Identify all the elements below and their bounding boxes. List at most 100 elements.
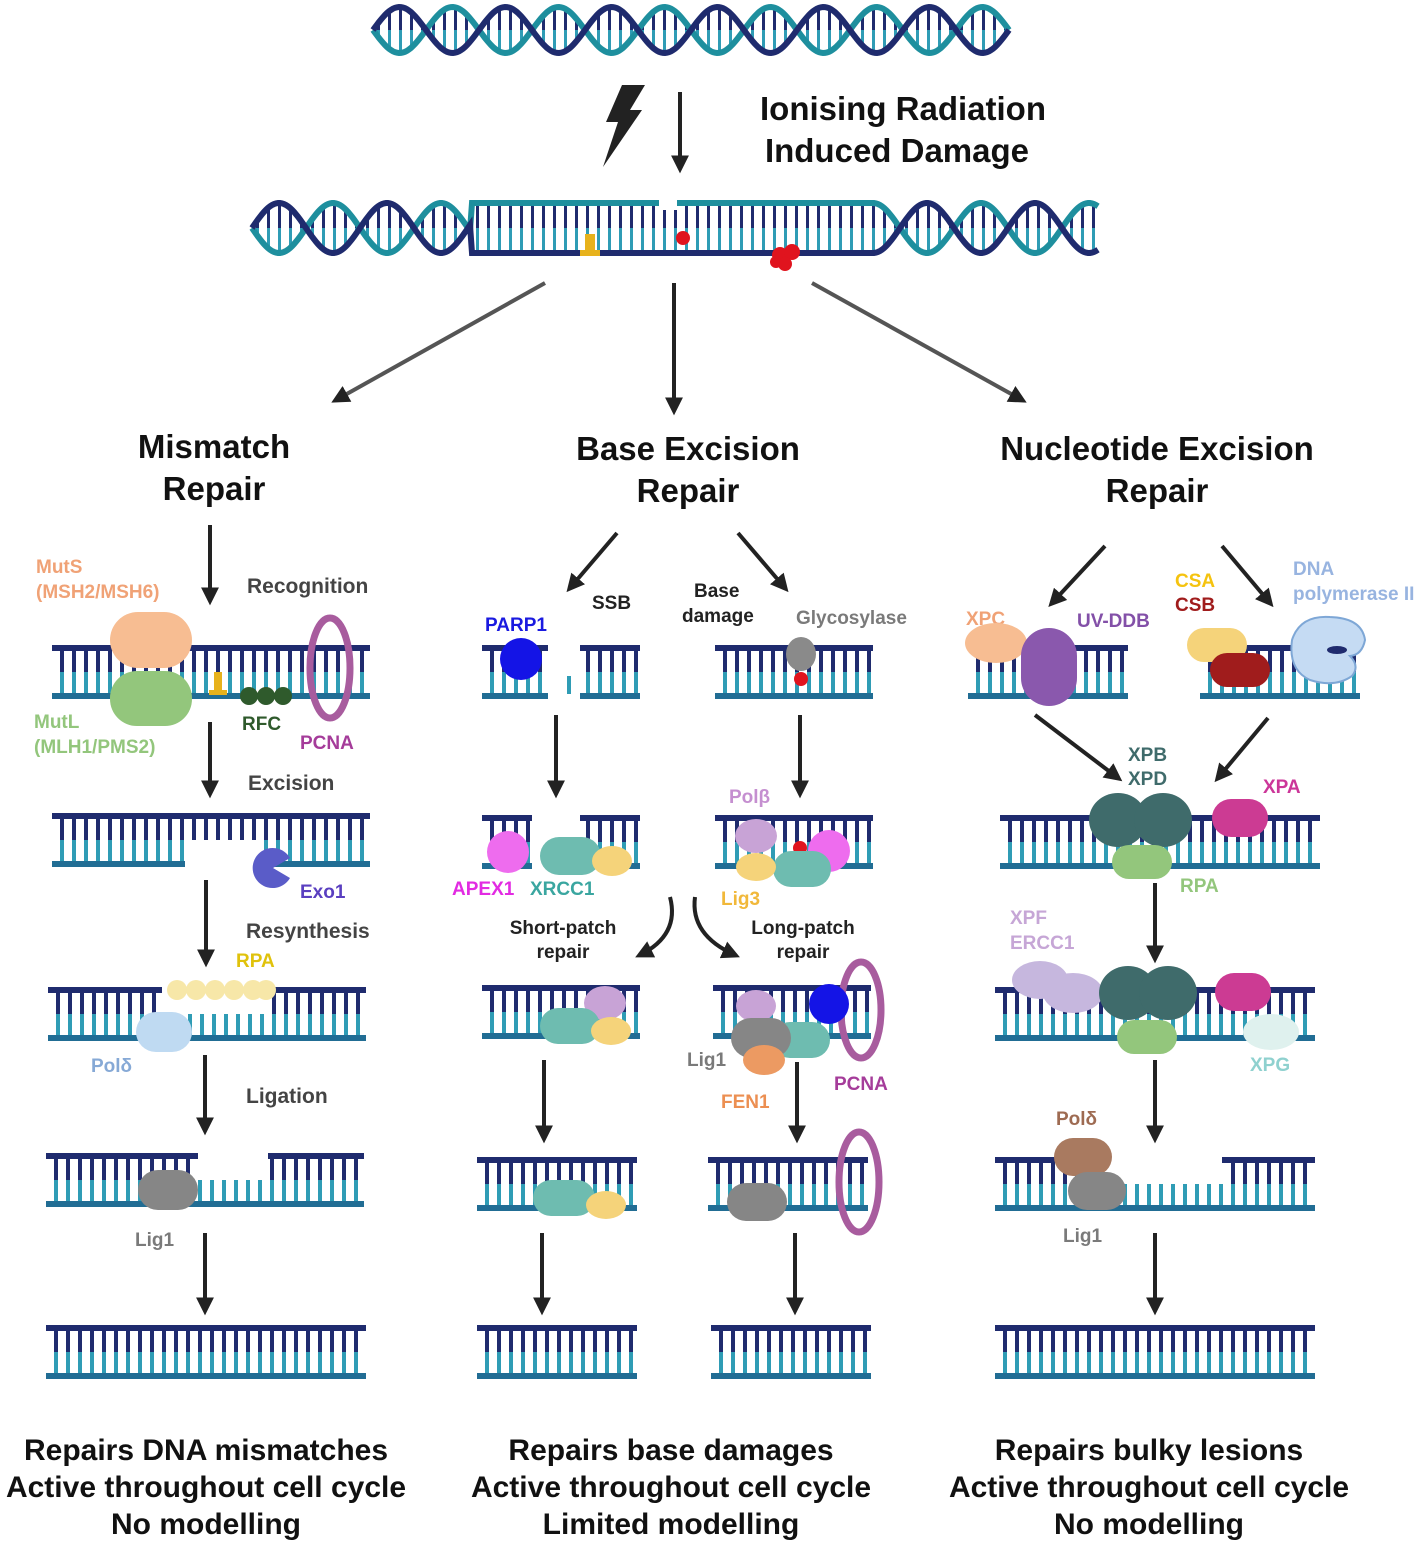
parp1-protein-icon-lp <box>809 984 849 1024</box>
ber-damage-icon <box>794 672 808 686</box>
ner-column: XPC UV-DDB CSA CSB DNA polymerase II XPB… <box>965 559 1414 1247</box>
uv-ddb-protein-icon <box>1021 628 1077 706</box>
xpg-protein-icon <box>1243 1014 1299 1050</box>
rpa-protein-icon <box>1112 845 1172 879</box>
label-uv-ddb: UV-DDB <box>1077 611 1150 632</box>
arrow-to-ner <box>811 281 1027 403</box>
label-short-patch-line1: Short-patch <box>510 918 617 939</box>
label-muts-line1: MutS <box>36 557 82 578</box>
lig1-protein-icon-lp-final <box>727 1183 787 1221</box>
label-lig1-lp: Lig1 <box>687 1050 726 1071</box>
label-csb: CSB <box>1175 595 1215 616</box>
step-resynthesis: Resynthesis <box>246 920 370 943</box>
summaries: Repairs DNA mismatches Active throughout… <box>6 1434 1349 1541</box>
mmr-summary-3: No modelling <box>111 1508 301 1541</box>
xpb-protein-icon-2 <box>1099 966 1157 1020</box>
pol-delta-protein-icon <box>136 1012 192 1052</box>
label-rpa: RPA <box>236 951 275 972</box>
step-recognition: Recognition <box>247 575 368 598</box>
label-xpd: XPD <box>1128 769 1167 790</box>
ercc1-protein-icon <box>1043 973 1103 1013</box>
pcna-ring-icon-lp-final <box>835 1128 883 1236</box>
mismatch-base-foot <box>580 250 600 256</box>
lig3-protein-icon-sp <box>591 1017 631 1045</box>
label-pol-delta-ner: Polδ <box>1056 1109 1097 1130</box>
damaged-dna-helix <box>249 196 1100 256</box>
label-long-patch-line2: repair <box>777 942 830 963</box>
label-xpb: XPB <box>1128 745 1167 766</box>
ner-title-line2: Repair <box>1106 472 1209 509</box>
pol-beta-protein-icon-lp <box>736 990 776 1022</box>
exo1-protein-icon <box>252 848 290 888</box>
xpb-protein-icon <box>1089 793 1147 847</box>
ner-arrow-xpc-2 <box>1033 713 1123 782</box>
ber-arrow-base-damage <box>736 531 789 593</box>
label-exo1: Exo1 <box>300 882 346 903</box>
rna-polymerase-core-icon <box>1327 646 1347 654</box>
label-long-patch-line1: Long-patch <box>751 918 854 939</box>
top-title-line2: Induced Damage <box>765 132 1029 169</box>
xpa-protein-icon <box>1212 799 1268 837</box>
step-ligation: Ligation <box>246 1085 328 1108</box>
ner-arrow-csa-2 <box>1214 716 1270 783</box>
lig3-protein-icon-sp-final <box>586 1191 626 1219</box>
arrows-layer <box>196 92 1274 1316</box>
xrcc1-protein-icon-sp-final <box>533 1180 595 1216</box>
ner-summary-1: Repairs bulky lesions <box>995 1434 1303 1467</box>
ber-summary-1: Repairs base damages <box>508 1434 833 1467</box>
intact-dna-helix <box>370 3 1012 57</box>
ladder-ner-5 <box>995 1157 1315 1211</box>
label-xpg: XPG <box>1250 1055 1290 1076</box>
label-mutl-line1: MutL <box>34 712 80 733</box>
label-xrcc1: XRCC1 <box>530 879 595 900</box>
label-pcna: PCNA <box>300 733 354 754</box>
top-title-line1: Ionising Radiation <box>760 90 1046 127</box>
mutl-protein-icon <box>110 671 192 726</box>
mmr-column: MutS (MSH2/MSH6) Recognition MutL (MLH1/… <box>34 557 370 1251</box>
ladder-mmr-5 <box>46 1325 366 1379</box>
label-pol-delta: Polδ <box>91 1056 132 1077</box>
label-lig1: Lig1 <box>135 1230 174 1251</box>
label-lig1-ner: Lig1 <box>1063 1226 1102 1247</box>
ner-arrow-xpc <box>1048 544 1107 607</box>
parp1-protein-icon <box>500 638 542 680</box>
ber-arrow-short-patch <box>635 896 674 958</box>
lig1-protein-icon <box>138 1170 198 1210</box>
ladder-mmr-2 <box>52 813 370 867</box>
lig3-protein-icon-ssb <box>592 846 632 876</box>
ber-summary-3: Limited modelling <box>543 1508 800 1541</box>
label-ercc1: ERCC1 <box>1010 933 1075 954</box>
mismatch-marker-foot <box>209 690 227 695</box>
rfc-protein-icon-3 <box>274 687 292 705</box>
xpa-protein-icon-2 <box>1215 973 1271 1011</box>
pol-beta-protein-icon-sp <box>584 986 626 1020</box>
label-fen1: FEN1 <box>721 1092 770 1113</box>
label-csa: CSA <box>1175 571 1215 592</box>
xrcc1-protein-icon-2 <box>773 851 831 887</box>
label-base-damage-line1: Base <box>694 581 739 602</box>
label-pcna-lp: PCNA <box>834 1074 888 1095</box>
lig1-protein-icon-ner <box>1068 1172 1126 1210</box>
mmr-summary-2: Active throughout cell cycle <box>6 1471 406 1504</box>
ladder-ner-6 <box>995 1325 1315 1379</box>
pcna-ring-icon <box>306 614 354 722</box>
label-glycosylase: Glycosylase <box>796 608 907 629</box>
xrcc1-protein-icon <box>540 837 601 875</box>
label-pol-beta: Polβ <box>729 787 770 808</box>
label-rpa-ner: RPA <box>1180 876 1219 897</box>
ladder-ber-10 <box>711 1325 871 1379</box>
csb-protein-icon <box>1210 653 1270 687</box>
mmr-title-line2: Repair <box>163 470 266 507</box>
ber-column: SSB Base damage Glycosylase PARP1 APEX1 … <box>452 581 907 1236</box>
label-parp1: PARP1 <box>485 615 547 636</box>
step-excision: Excision <box>248 772 334 795</box>
ber-summary-2: Active throughout cell cycle <box>471 1471 871 1504</box>
label-mutl-line2: (MLH1/PMS2) <box>34 737 155 758</box>
xpd-protein-icon-2 <box>1139 966 1197 1020</box>
ssb-nick-marker <box>567 676 571 694</box>
label-rfc: RFC <box>242 714 281 735</box>
label-dna-pol-line2: polymerase II <box>1293 584 1414 605</box>
fen1-protein-icon <box>743 1045 785 1075</box>
